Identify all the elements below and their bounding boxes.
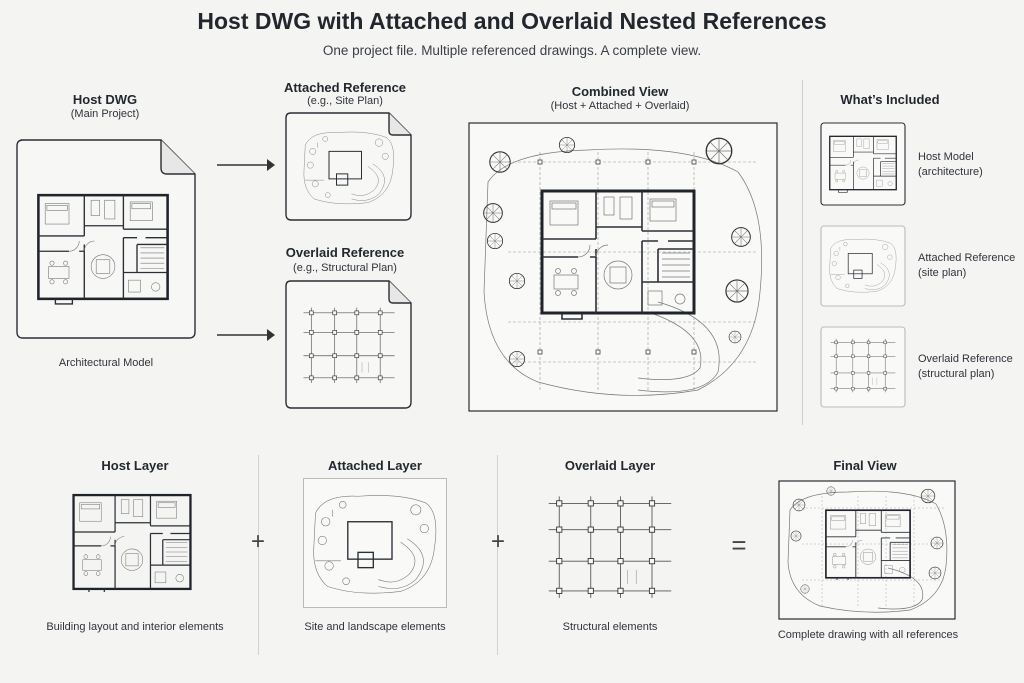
combined-title: Combined View (571, 84, 669, 99)
attached-layer-drawing (303, 478, 447, 608)
layer-caption: Site and landscape elements (304, 621, 446, 633)
overlaid-document-icon (285, 280, 412, 409)
arrow-right-icon (217, 159, 275, 171)
included-title: What’s Included (840, 92, 940, 107)
attached-document-icon (285, 112, 412, 221)
overlaid-title: Overlaid Reference (285, 245, 405, 260)
host-title: Host DWG (72, 92, 138, 107)
layer-caption: Complete drawing with all references (777, 629, 959, 641)
host-document-icon (16, 139, 196, 339)
layer-title: Host Layer (101, 458, 169, 473)
layer-divider (258, 455, 259, 655)
included-item-label: Host Model (918, 151, 974, 163)
layer-caption: Structural elements (562, 621, 658, 633)
layer-title: Attached Layer (328, 458, 422, 473)
host-layer-drawing (72, 493, 192, 592)
layer-title: Final View (833, 458, 897, 473)
equals-operator: = (731, 530, 747, 560)
page-subtitle: One project file. Multiple referenced dr… (322, 43, 702, 58)
attached-subtitle: (e.g., Site Plan) (307, 95, 383, 107)
included-host-thumbnail (820, 122, 906, 206)
final-view-drawing (778, 480, 956, 620)
layer-divider (497, 455, 498, 655)
attached-title: Attached Reference (283, 80, 407, 95)
combined-view-drawing (468, 122, 778, 412)
page-title: Host DWG with Attached and Overlaid Nest… (197, 8, 827, 34)
overlaid-layer-drawing (548, 495, 672, 599)
overlaid-subtitle: (e.g., Structural Plan) (293, 262, 397, 274)
plus-operator: + (490, 528, 505, 555)
included-item-sublabel: (structural plan) (918, 368, 995, 380)
host-caption: Architectural Model (58, 357, 154, 369)
included-item-sublabel: (site plan) (918, 267, 967, 279)
included-overlaid-thumbnail (820, 326, 906, 408)
included-item-label: Attached Reference (918, 252, 1016, 264)
host-subtitle: (Main Project) (70, 108, 140, 120)
included-item-sublabel: (architecture) (918, 166, 983, 178)
layer-title: Overlaid Layer (564, 458, 656, 473)
included-item-label: Overlaid Reference (918, 353, 1013, 365)
included-attached-thumbnail (820, 225, 906, 307)
arrow-right-icon (217, 329, 275, 341)
plus-operator: + (250, 528, 265, 555)
layer-caption: Building layout and interior elements (46, 621, 224, 633)
combined-subtitle: (Host + Attached + Overlaid) (550, 100, 690, 112)
section-divider (802, 80, 803, 425)
